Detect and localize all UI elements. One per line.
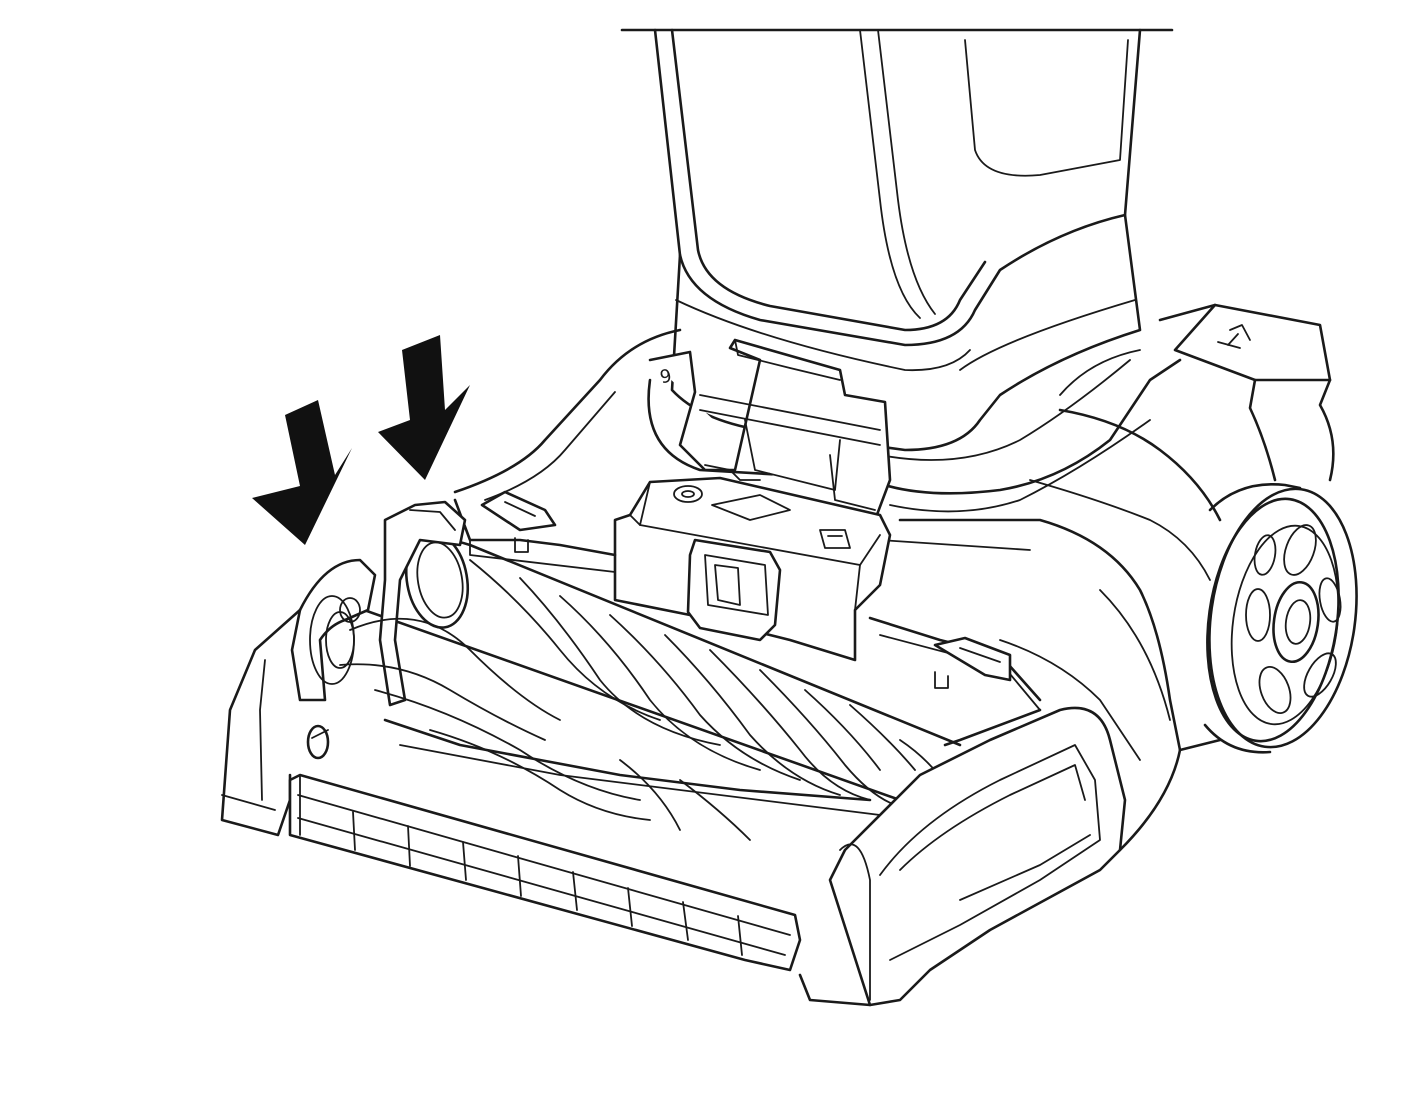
direction-arrows — [252, 335, 470, 545]
brushroll-latch-door: 9 — [613, 338, 892, 662]
brush-cavity — [383, 490, 1042, 816]
down-arrow-right — [378, 335, 470, 480]
brushroll — [290, 500, 962, 842]
down-arrow-left — [252, 400, 352, 545]
rear-wheel — [1203, 483, 1358, 754]
base-housing — [453, 303, 1335, 761]
part-marking-label: 9 — [658, 366, 674, 389]
front-nozzle — [220, 608, 1182, 1007]
